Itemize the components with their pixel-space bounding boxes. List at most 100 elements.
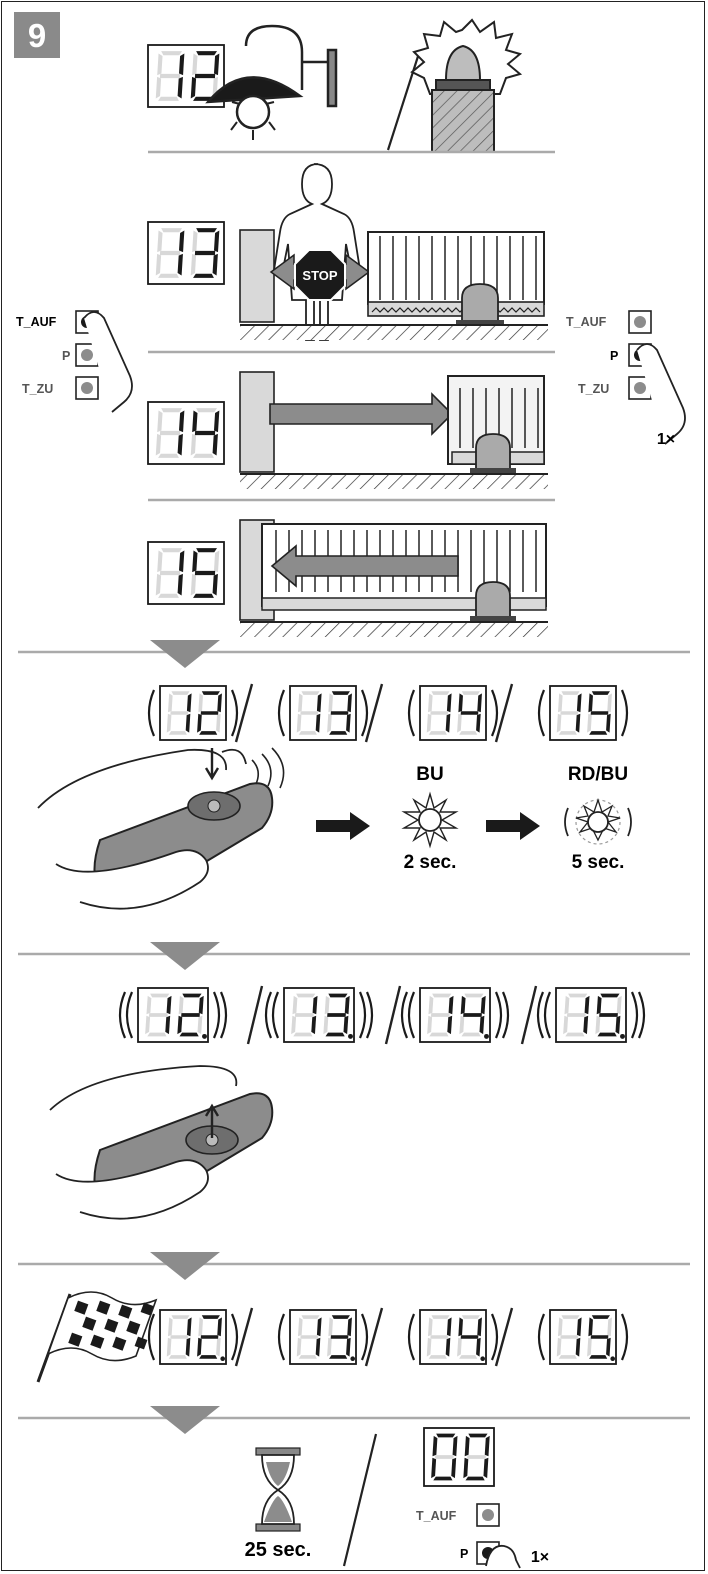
- display-segment: [559, 1355, 577, 1359]
- signal-arc: [266, 992, 271, 1038]
- signal-arc: [503, 992, 508, 1038]
- section-separator: [18, 640, 690, 668]
- display-segment: [567, 1013, 586, 1017]
- checkered-flag-icon: [38, 1292, 156, 1382]
- p-label: P: [610, 349, 618, 363]
- display-segment: [149, 1013, 168, 1017]
- t-auf-label: T_AUF: [566, 315, 607, 329]
- display-box: [279, 686, 367, 740]
- display-segment: [432, 994, 451, 998]
- gate-scene-14: [240, 372, 548, 489]
- display-segment: [560, 1335, 578, 1339]
- remote-press-illustration: [38, 748, 284, 909]
- display-segment: [158, 274, 179, 278]
- button-group-right: T_AUF P T_ZU 1×: [566, 311, 685, 448]
- display-segment: [429, 731, 447, 735]
- stop-sign-label: STOP: [302, 268, 337, 283]
- color-label: RD/BU: [568, 764, 628, 785]
- t-auf-label: T_AUF: [16, 315, 57, 329]
- display-segment: [589, 1355, 607, 1359]
- signal-arc: [539, 1314, 544, 1360]
- display-segment: [431, 691, 449, 695]
- display-segment: [170, 1335, 188, 1339]
- p-label: P: [62, 349, 70, 363]
- signal-arc: [639, 992, 644, 1038]
- signal-arc: [496, 992, 501, 1038]
- display-segment: [327, 1013, 346, 1017]
- display-dot: [620, 1034, 625, 1039]
- display-segment: [299, 1355, 317, 1359]
- display-segment: [195, 74, 215, 78]
- signal-arc: [273, 992, 278, 1038]
- display-row-bracketed-1: [149, 684, 627, 742]
- press-count: 1×: [531, 1549, 549, 1566]
- display-segment: [295, 1013, 314, 1017]
- flashing-light-icon: [412, 20, 520, 152]
- section-separator: [18, 942, 690, 970]
- signal-arc: [360, 992, 365, 1038]
- display-segment: [591, 1335, 609, 1339]
- display-segment: [158, 594, 179, 598]
- signal-arc: [214, 992, 219, 1038]
- display-segment: [196, 548, 217, 552]
- button-group-final: T_AUF P 1×: [416, 1504, 549, 1568]
- display-segment: [293, 1033, 312, 1037]
- gate-scene-15: [240, 520, 548, 637]
- button-group-left: T_AUF P T_ZU: [16, 311, 132, 412]
- display-segment: [459, 731, 477, 735]
- display-segment: [296, 994, 315, 998]
- display-segment: [201, 711, 219, 715]
- display-segment: [300, 711, 318, 715]
- display-segment: [465, 1477, 484, 1481]
- display-box: [148, 222, 224, 284]
- gate-scene-13: STOP: [240, 164, 548, 340]
- signal-arc: [367, 992, 372, 1038]
- wall-lamp-icon: [208, 26, 336, 140]
- led-red-blue-flash: RD/BU 5 sec.: [565, 764, 631, 873]
- display-segment: [429, 1355, 447, 1359]
- signal-arc: [402, 992, 407, 1038]
- display-segment: [592, 1315, 610, 1319]
- display-segment: [199, 731, 217, 735]
- display-segment: [195, 251, 215, 255]
- signal-arc: [622, 1314, 627, 1360]
- color-label: BU: [416, 764, 443, 785]
- display-segment: [301, 1315, 319, 1319]
- display-segment: [171, 691, 189, 695]
- signal-arc: [492, 690, 497, 736]
- display-segment: [193, 594, 214, 598]
- display-segment: [461, 1335, 479, 1339]
- p-label: P: [460, 1547, 468, 1561]
- section-separator: [18, 1252, 690, 1280]
- arrow-icon: [316, 812, 370, 840]
- signal-arc: [362, 690, 367, 736]
- display-segment: [158, 97, 179, 101]
- display-segment: [193, 454, 214, 458]
- display-segment: [161, 228, 182, 232]
- display-segment: [161, 548, 182, 552]
- display-segment: [467, 1455, 486, 1459]
- display-segment: [568, 994, 587, 998]
- display-segment: [591, 711, 609, 715]
- display-segment: [158, 454, 179, 458]
- display-box: [148, 402, 224, 464]
- display-box: [539, 686, 627, 740]
- display-segment: [332, 1315, 350, 1319]
- display-segment: [561, 691, 579, 695]
- step-number: 9: [28, 17, 46, 54]
- signal-arc: [492, 1314, 497, 1360]
- display-segment: [331, 711, 349, 715]
- display-segment: [597, 1033, 616, 1037]
- display-box: [266, 988, 372, 1042]
- signal-arc: [409, 1314, 414, 1360]
- display-segment: [160, 571, 180, 575]
- display-box: [539, 1310, 627, 1364]
- signal-arc: [127, 992, 132, 1038]
- display-segment: [461, 1033, 480, 1037]
- display-segment: [196, 228, 217, 232]
- display-segment: [468, 1434, 487, 1438]
- step-badge: 9: [14, 12, 60, 58]
- display-segment: [169, 1355, 187, 1359]
- display-box: [120, 988, 226, 1042]
